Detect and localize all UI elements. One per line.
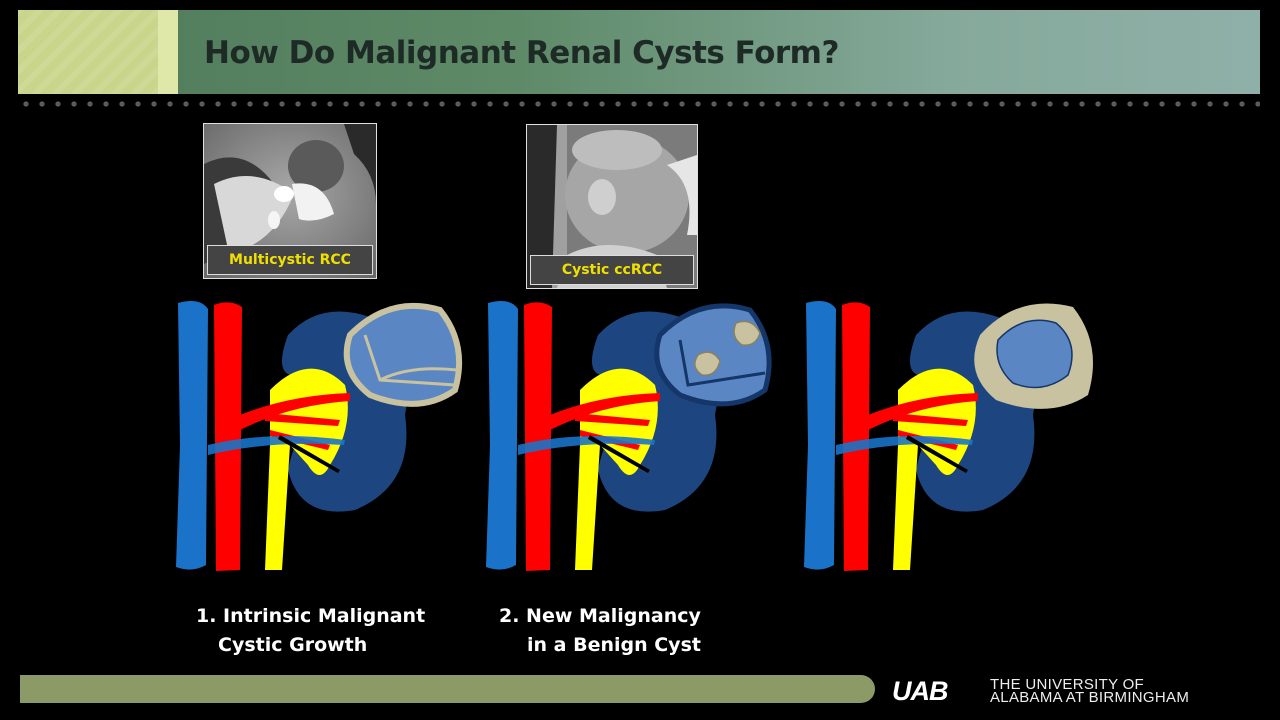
- kidney-diagram-3: [798, 295, 1098, 579]
- renal-vein: [836, 436, 973, 455]
- caption-line: 2. New Malignancy: [499, 605, 701, 627]
- artery: [214, 302, 242, 571]
- mural-nodule: [694, 351, 721, 376]
- caption-2: 2. New Malignancy in a Benign Cyst: [499, 602, 701, 660]
- renal-artery: [868, 393, 978, 430]
- uab-logo-icon: UAB: [892, 676, 986, 706]
- vein: [804, 301, 836, 570]
- mural-nodule: [733, 320, 761, 346]
- thumbnail-label: Multicystic RCC: [207, 245, 373, 275]
- ct-thumbnail-cystic-ccrcc: Cystic ccRCC: [526, 124, 698, 289]
- university-line-2: ALABAMA AT BIRMINGHAM: [990, 689, 1190, 706]
- renal-branch: [893, 413, 968, 426]
- vessel: [906, 435, 968, 473]
- renal-vein: [518, 436, 655, 455]
- footer-bar: [20, 675, 875, 703]
- title-bar: How Do Malignant Renal Cysts Form?: [18, 10, 1260, 94]
- renal-branch: [575, 413, 650, 426]
- logo-mark-text: UAB: [892, 678, 948, 702]
- title-accent-stripe: [158, 10, 178, 94]
- caption-line: in a Benign Cyst: [527, 634, 701, 656]
- vessel: [588, 435, 650, 473]
- artery: [524, 302, 552, 571]
- caption-line: 1. Intrinsic Malignant: [196, 605, 426, 627]
- title-accent: [18, 10, 158, 94]
- septation: [379, 367, 458, 382]
- renal-branch: [265, 413, 340, 426]
- dotted-divider: [18, 101, 1260, 107]
- kidney-diagram-2: [480, 295, 780, 579]
- university-name: THE UNIVERSITY OF ALABAMA AT BIRMINGHAM: [990, 676, 1190, 706]
- renal-artery: [240, 393, 350, 430]
- caption-line: Cystic Growth: [218, 634, 368, 656]
- vein: [486, 301, 518, 570]
- artery: [842, 302, 870, 571]
- slide-title: How Do Malignant Renal Cysts Form?: [204, 35, 839, 71]
- vessel: [278, 435, 340, 473]
- renal-artery: [550, 393, 660, 430]
- renal-vein: [208, 436, 345, 455]
- cyst: [343, 302, 463, 407]
- cyst-lumen: [996, 319, 1073, 389]
- thumbnail-label: Cystic ccRCC: [530, 255, 694, 285]
- septation: [678, 339, 766, 387]
- ct-thumbnail-multicystic: Multicystic RCC: [203, 123, 377, 279]
- vein: [176, 301, 208, 570]
- kidney-diagram-1: [170, 295, 470, 579]
- university-line-1: THE UNIVERSITY OF: [990, 676, 1145, 693]
- caption-1: 1. Intrinsic Malignant Cystic Growth: [196, 602, 425, 660]
